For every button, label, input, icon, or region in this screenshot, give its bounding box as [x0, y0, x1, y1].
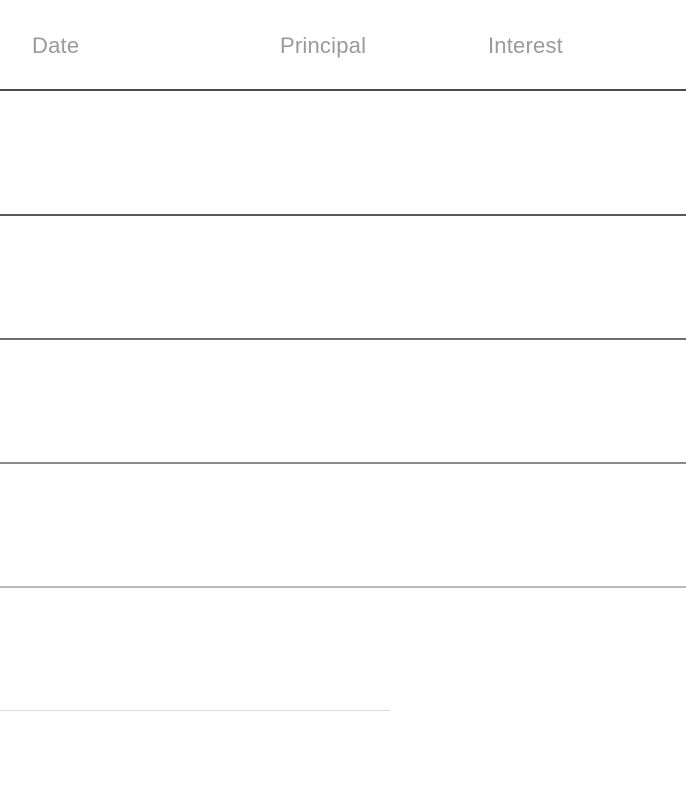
table-row — [0, 91, 686, 215]
table-header: Date Principal Interest — [0, 0, 686, 91]
table-row — [0, 588, 686, 712]
row-divider — [0, 338, 686, 340]
column-header-date: Date — [32, 33, 80, 58]
column-header-interest: Interest — [488, 33, 563, 58]
row-divider — [0, 214, 686, 216]
table-row — [0, 340, 686, 464]
column-header-principal: Principal — [280, 33, 367, 58]
table-row — [0, 216, 686, 340]
row-divider — [0, 586, 686, 588]
row-divider — [0, 710, 390, 711]
table-row — [0, 464, 686, 588]
row-divider — [0, 462, 686, 464]
